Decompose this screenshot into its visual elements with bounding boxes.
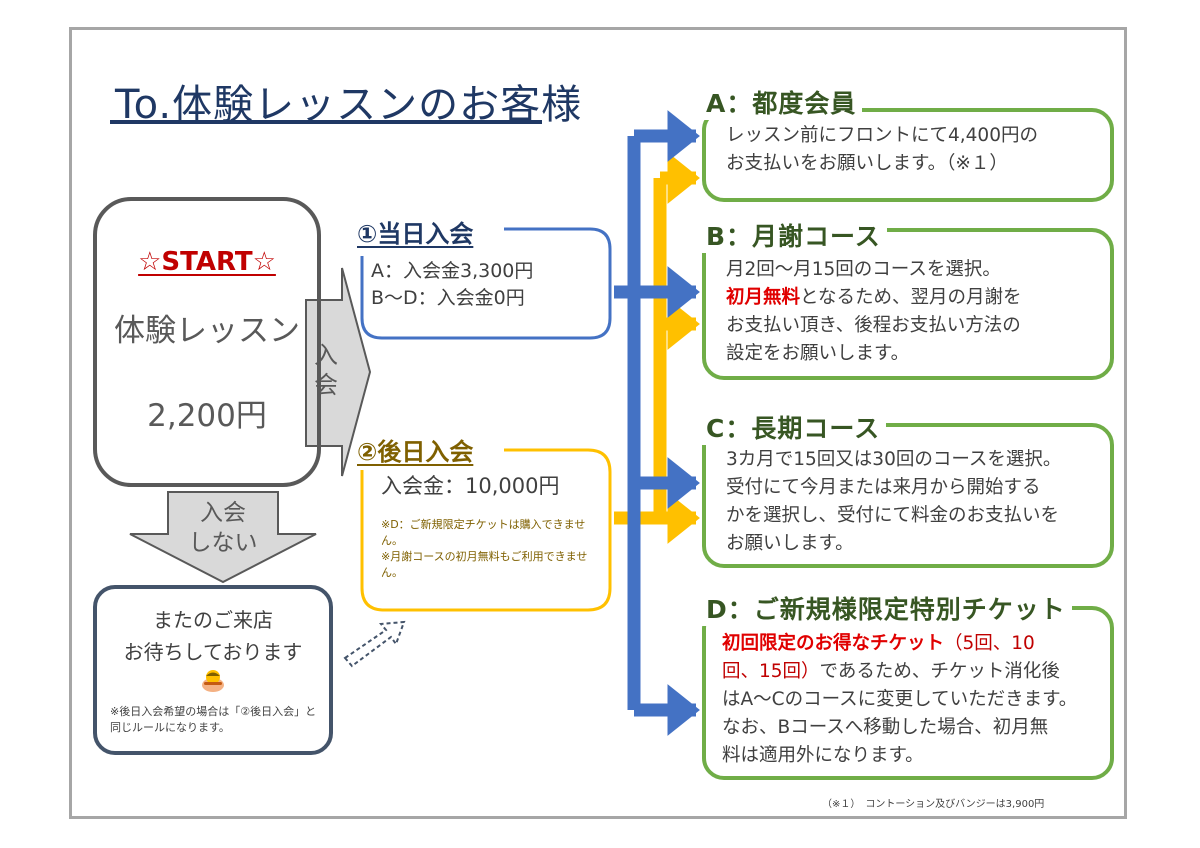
plan-b-box	[702, 228, 1114, 380]
same-day-blue-arrows	[614, 110, 700, 736]
join-arrow	[305, 267, 372, 477]
plan-d-title: D：ご新規様限定特別チケット	[700, 590, 1072, 626]
same-day-title: ①当日入会	[357, 220, 474, 248]
join-arrow-label: 入会	[314, 341, 338, 399]
later-day-notes: ※D：ご新規限定チケットは購入できません。 ※月謝コースの初月無料もご利用できま…	[381, 518, 588, 579]
same-day-fee-bd: B〜D：入会金0円	[371, 287, 525, 309]
plan-a-title: A：都度会員	[700, 84, 863, 120]
plan-b-title: B：月謝コース	[700, 217, 887, 253]
dashed-arrow	[343, 620, 406, 668]
plan-a-box	[702, 108, 1114, 202]
start-label: ☆START☆	[138, 247, 276, 277]
plan-b-body: 月2回〜月15回のコースを選択。 初月無料となるため、翌月の月謝を お支払い頂き…	[726, 259, 1022, 364]
same-day-body: A：入会金3,300円 B〜D：入会金0円	[371, 258, 533, 312]
footnote: （※１） コントーション及びバンジーは3,900円	[822, 799, 1045, 810]
plan-c-title: C：長期コース	[700, 409, 887, 445]
plan-c-box	[702, 423, 1114, 568]
trial-lesson-label: 体験レッスン	[114, 313, 300, 349]
same-day-fee-a: A：入会金3,300円	[371, 260, 534, 282]
plan-c-body: 3カ月で15回又は30回のコースを選択。 受付にて今月または来月から開始する か…	[726, 449, 1062, 554]
farewell-box	[93, 585, 333, 755]
farewell-note: ※後日入会希望の場合は「②後日入会」と同じルールになります。	[110, 705, 317, 734]
no-join-arrow-label: 入会 しない	[188, 500, 258, 556]
plan-a-body: レッスン前にフロントにて4,400円の お支払いをお願いします。（※１）	[726, 125, 1038, 174]
no-join-arrow	[129, 491, 317, 584]
farewell-line2: お待ちしております	[123, 640, 303, 664]
later-join-yellow-arrows	[614, 152, 700, 544]
title-underline	[110, 120, 542, 124]
later-day-box	[360, 448, 612, 612]
first-time-ticket-highlight: 初回限定のお得なチケット	[722, 633, 945, 654]
same-day-box	[360, 227, 612, 340]
later-day-fee: 入会金：10,000円	[381, 474, 560, 498]
start-box	[93, 197, 321, 487]
trial-lesson-price: 2,200円	[147, 398, 267, 434]
plan-d-body: 初回限定のお得なチケット（5回、10 回、15回）であるため、チケット消化後 は…	[722, 633, 1078, 766]
first-month-free-highlight: 初月無料	[726, 287, 801, 308]
bowing-person-icon	[202, 670, 224, 692]
later-day-title: ②後日入会	[357, 438, 474, 466]
farewell-line1: またのご来店	[153, 608, 273, 632]
page-frame	[69, 27, 1127, 819]
